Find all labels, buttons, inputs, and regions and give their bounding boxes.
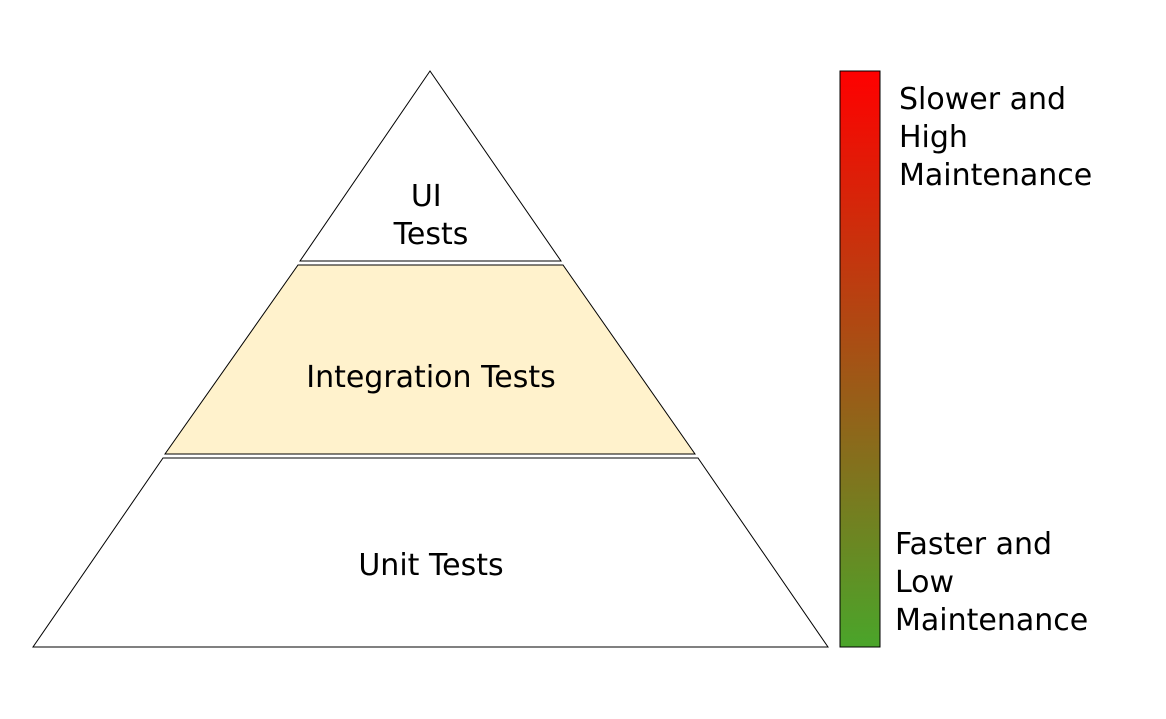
- faster-low-maintenance-label: Faster and Low Maintenance: [895, 526, 1088, 640]
- ui-label-line-1: UI: [411, 179, 442, 214]
- top-label-line-1: Slower and: [899, 82, 1067, 117]
- pyramid-tier-ui: [299, 70, 562, 262]
- pyramid-tier-unit-label: Unit Tests: [358, 548, 503, 583]
- ui-label-line-2: Tests: [393, 217, 469, 252]
- pyramid-tier-unit: [32, 457, 829, 648]
- pyramid-tier-integration: [164, 264, 696, 455]
- bottom-label-line-3: Maintenance: [895, 603, 1089, 638]
- pyramid-tier-integration-label: Integration Tests: [306, 360, 556, 395]
- bottom-label-line-2: Low: [895, 565, 955, 600]
- slower-high-maintenance-label: Slower and High Maintenance: [899, 81, 1092, 195]
- bottom-label-line-1: Faster and: [895, 527, 1053, 562]
- top-label-line-3: Maintenance: [899, 158, 1093, 193]
- speed-maintenance-gradient-bar: [839, 70, 881, 648]
- pyramid-tier-ui-label: UI Tests: [393, 179, 469, 252]
- top-label-line-2: High: [899, 120, 968, 155]
